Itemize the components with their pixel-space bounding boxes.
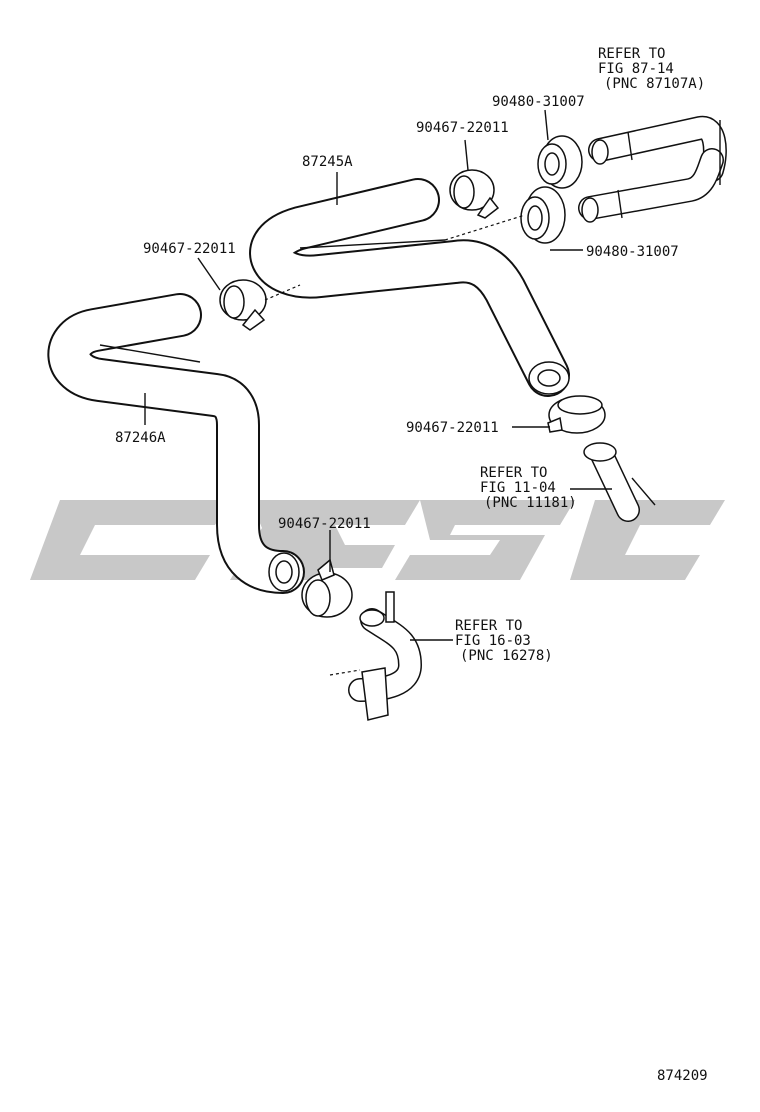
leader-grommet-top	[544, 109, 549, 141]
grommet-top	[537, 135, 583, 189]
hose-87245a	[249, 178, 570, 397]
ref-fig16-line1: REFER TO	[455, 618, 522, 634]
pipe-fig11	[583, 442, 656, 522]
ref-fig11-line1: REFER TO	[480, 465, 547, 481]
ref-fig87: REFER TO FIG 87-14 (PNC 87107A)	[598, 46, 705, 92]
alignment-line-right	[444, 214, 526, 241]
label-87246a: 87246A	[115, 430, 166, 446]
ref-fig16-line3: (PNC 16278)	[460, 648, 553, 664]
ref-fig87-line2: FIG 87-14	[598, 61, 674, 77]
leader-clamp-top	[464, 139, 469, 171]
label-clamp-left: 90467-22011	[143, 241, 236, 257]
hose-87246a	[47, 293, 305, 594]
heater-pipes	[578, 115, 727, 223]
grommet-bottom	[520, 186, 566, 244]
label-grommet-top: 90480-31007	[492, 94, 585, 110]
leader-clamp-left	[197, 257, 221, 291]
label-grommet-bottom: 90480-31007	[586, 244, 679, 260]
clamp-right	[547, 395, 606, 434]
label-clamp-bottom: 90467-22011	[278, 516, 371, 532]
ref-fig87-line1: REFER TO	[598, 46, 665, 62]
fitting-fig16	[329, 591, 422, 721]
alignment-line-left	[264, 284, 301, 301]
clamp-left	[219, 279, 267, 331]
ref-fig11-line2: FIG 11-04	[480, 480, 556, 496]
label-87245a: 87245A	[302, 154, 353, 170]
label-clamp-top: 90467-22011	[416, 120, 509, 136]
clamp-bottom	[301, 558, 353, 618]
label-clamp-right: 90467-22011	[406, 420, 499, 436]
ref-fig16-line2: FIG 16-03	[455, 633, 531, 649]
ref-fig16: REFER TO FIG 16-03 (PNC 16278)	[455, 618, 553, 664]
ref-fig11-line3: (PNC 11181)	[484, 495, 577, 511]
clamp-top	[449, 169, 500, 219]
illustration-number: 874209	[657, 1068, 708, 1084]
ref-fig87-line3: (PNC 87107A)	[604, 76, 705, 92]
ref-fig11: REFER TO FIG 11-04 (PNC 11181)	[480, 465, 577, 511]
